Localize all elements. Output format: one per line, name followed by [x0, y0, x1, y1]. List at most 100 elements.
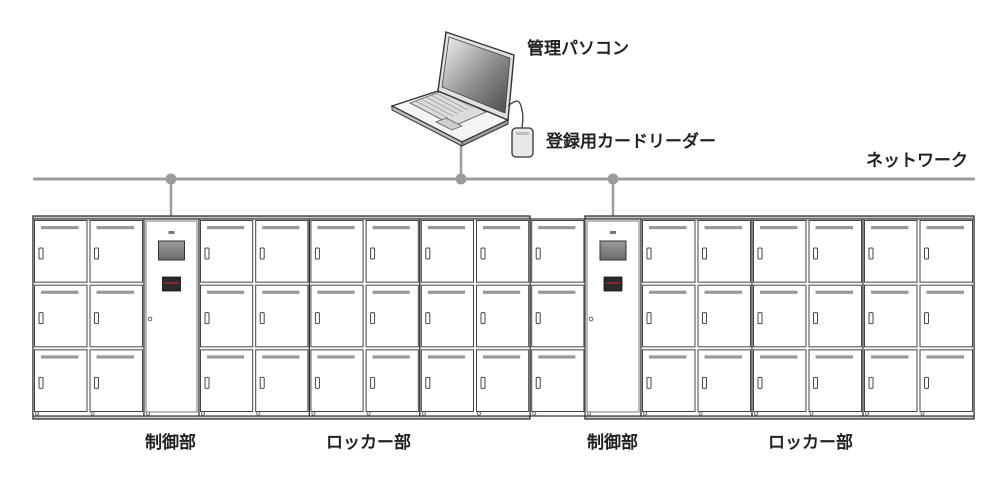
- name-plate: [483, 226, 521, 230]
- foot-icon: [698, 411, 703, 416]
- name-plate: [483, 355, 521, 359]
- door-handle-icon: [757, 312, 763, 325]
- door-handle-icon: [425, 247, 431, 260]
- name-plate: [207, 355, 245, 359]
- name-plate: [427, 355, 465, 359]
- key-lock-icon: [147, 316, 153, 322]
- door-handle-icon: [702, 312, 707, 325]
- control-unit-label-right: 制御部: [587, 433, 638, 453]
- name-plate: [41, 226, 79, 230]
- name-plate: [372, 290, 410, 294]
- name-plate: [96, 226, 134, 230]
- locker-module-left-3: [308, 218, 421, 417]
- card-slot-led: [606, 282, 620, 284]
- door-handle-icon: [370, 312, 376, 325]
- name-plate: [538, 226, 576, 230]
- door-handle-icon: [314, 376, 320, 389]
- foot-icon: [809, 411, 814, 416]
- door-handle-icon: [535, 376, 541, 389]
- foot-icon: [587, 411, 592, 416]
- locker-door: [89, 220, 143, 283]
- foot-icon: [366, 411, 371, 416]
- name-plate: [41, 355, 79, 359]
- door-handle-icon: [535, 247, 541, 260]
- door-handle-icon: [425, 376, 431, 389]
- door-handle-icon: [757, 376, 763, 389]
- door-handle-icon: [370, 376, 376, 389]
- door-handle-icon: [480, 247, 486, 260]
- door-handle-icon: [924, 247, 929, 260]
- name-plate: [760, 355, 798, 359]
- network-node-right: [607, 173, 619, 185]
- name-plate: [372, 355, 410, 359]
- foot-icon: [90, 411, 95, 416]
- door-handle-icon: [425, 312, 431, 325]
- network-node-left: [165, 173, 177, 185]
- pc-label: 管理パソコン: [527, 39, 629, 59]
- key-lock-icon: [588, 316, 594, 322]
- foot-icon: [256, 411, 261, 416]
- name-plate: [41, 290, 79, 294]
- locker-module-right-1: [640, 218, 753, 417]
- door-handle-icon: [868, 247, 874, 260]
- door-handle-icon: [94, 247, 99, 260]
- door-handle-icon: [370, 247, 376, 260]
- name-plate: [760, 290, 798, 294]
- network-node-pc: [455, 173, 467, 185]
- foot-icon: [421, 411, 426, 416]
- name-plate: [483, 290, 521, 294]
- door-handle-icon: [480, 312, 486, 325]
- name-plate: [926, 355, 964, 359]
- card-slot-led: [164, 282, 179, 284]
- door-handle-icon: [868, 376, 874, 389]
- touch-screen-icon: [599, 240, 627, 261]
- name-plate: [538, 355, 576, 359]
- name-plate: [207, 226, 245, 230]
- control-unit-right: [584, 218, 642, 417]
- name-plate: [649, 290, 687, 294]
- door-handle-icon: [646, 247, 652, 260]
- locker-module-left-4: [419, 218, 531, 417]
- foot-icon: [754, 411, 759, 416]
- name-plate: [262, 226, 300, 230]
- door-handle-icon: [535, 312, 541, 325]
- foot-icon: [643, 411, 648, 416]
- name-plate: [926, 290, 964, 294]
- door-handle-icon: [924, 312, 929, 325]
- name-plate: [871, 226, 909, 230]
- locker-unit-label-right: ロッカー部: [768, 433, 853, 453]
- name-plate: [262, 355, 300, 359]
- door-handle-icon: [646, 376, 652, 389]
- locker-module-left-1: [32, 218, 145, 417]
- name-plate: [207, 290, 245, 294]
- foot-icon: [35, 411, 40, 416]
- door-handle-icon: [94, 376, 99, 389]
- locker-door: [919, 349, 973, 413]
- door-handle-icon: [314, 312, 320, 325]
- locker-door: [34, 220, 88, 283]
- name-plate: [96, 355, 134, 359]
- name-plate: [317, 290, 355, 294]
- name-plate: [372, 226, 410, 230]
- touch-screen-icon: [158, 240, 185, 261]
- name-plate: [427, 290, 465, 294]
- foot-icon: [200, 411, 205, 416]
- card-reader-label: 登録用カードリーダー: [546, 132, 716, 152]
- foot-icon: [476, 411, 481, 416]
- card-reader-icon: [511, 127, 534, 158]
- name-plate: [760, 226, 798, 230]
- name-plate: [815, 290, 853, 294]
- name-plate: [704, 290, 742, 294]
- door-handle-icon: [38, 247, 44, 260]
- door-handle-icon: [646, 312, 652, 325]
- name-plate: [96, 290, 134, 294]
- name-plate: [926, 226, 964, 230]
- name-plate: [871, 290, 909, 294]
- laptop-icon: [390, 31, 524, 147]
- door-handle-icon: [259, 376, 265, 389]
- door-handle-icon: [94, 312, 99, 325]
- foot-icon: [311, 411, 316, 416]
- door-handle-icon: [259, 312, 265, 325]
- foot-icon: [532, 411, 537, 416]
